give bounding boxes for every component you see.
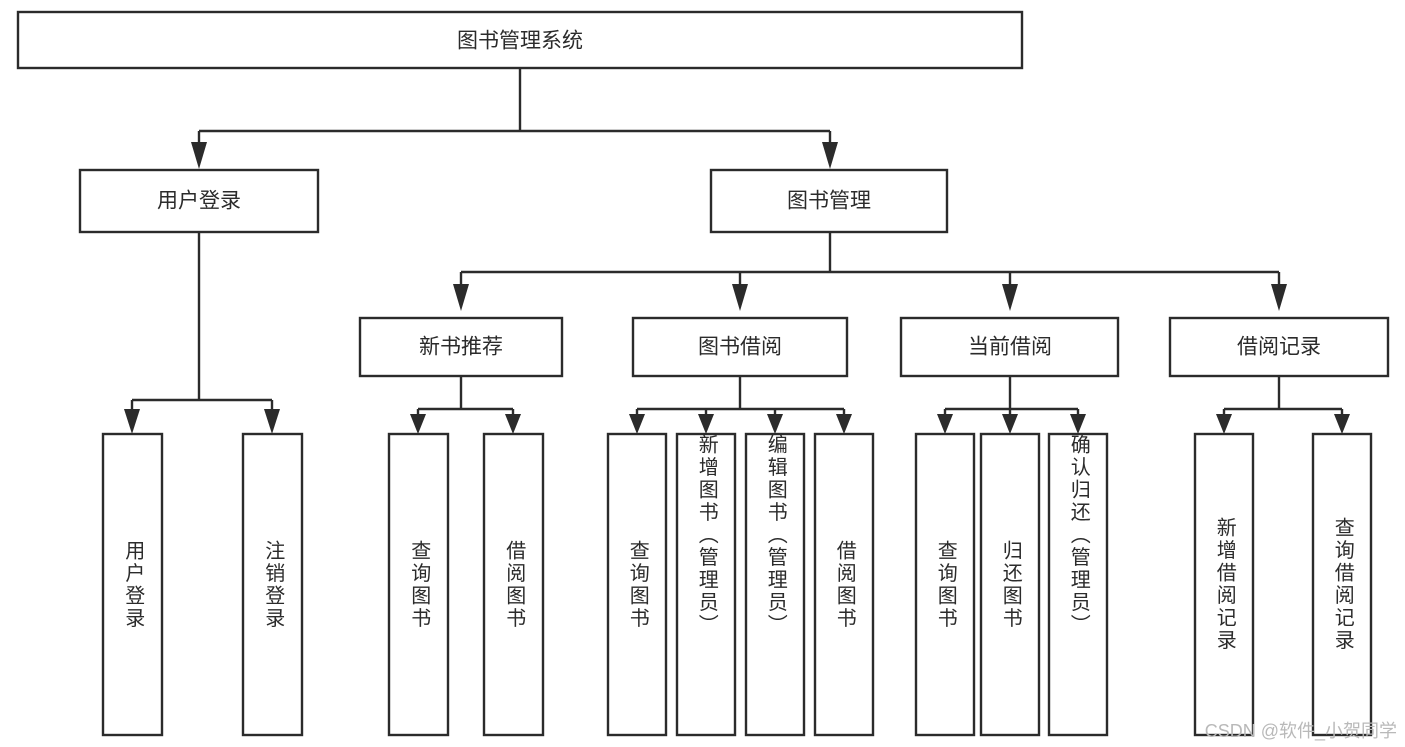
leaf-boxes-borrow-record [1193, 432, 1373, 737]
arrow-head-user-login [191, 142, 207, 169]
arrow-head-borrow-record [1271, 284, 1287, 311]
connector-group-current-borrow [937, 377, 1086, 434]
leaf-box-current-borrow-2[interactable] [979, 432, 1041, 737]
leaf-box-new-book-2[interactable] [482, 432, 545, 737]
connector-group-borrow-record [1216, 377, 1350, 434]
watermark-csdn: CSDN @软件_小贺同学 [1204, 721, 1397, 741]
arrow-head-leaf-user-login-1 [124, 409, 140, 434]
node-root-label: 图书管理系统 [457, 30, 583, 53]
node-root[interactable]: 图书管理系统 [16, 10, 1024, 70]
leaf-box-user-login-1[interactable] [101, 432, 164, 737]
node-book-manage[interactable]: 图书管理 [709, 168, 949, 234]
arrow-head-leaf-current-borrow-1 [937, 414, 953, 434]
arrow-head-leaf-new-book-1 [410, 414, 426, 434]
arrow-head-leaf-current-borrow-3 [1070, 414, 1086, 434]
connector-group-user-login [124, 232, 280, 434]
leaf-box-borrow-record-2[interactable] [1311, 432, 1373, 737]
node-root-box[interactable] [16, 10, 1024, 70]
node-book-borrow-label: 图书借阅 [698, 336, 782, 359]
arrow-head-leaf-new-book-2 [505, 414, 521, 434]
leaf-box-book-borrow-2[interactable] [675, 432, 737, 737]
leaf-box-borrow-record-1[interactable] [1193, 432, 1255, 737]
node-user-login-box[interactable] [78, 168, 320, 234]
leaf-box-book-borrow-3[interactable] [744, 432, 806, 737]
arrow-head-new-book [453, 284, 469, 311]
arrow-head-current-borrow [1002, 284, 1018, 311]
connector-group-book-manage [453, 232, 1287, 311]
leaf-boxes-new-book-recommend [387, 432, 545, 737]
connector-group-root [191, 68, 838, 169]
leaf-box-new-book-1[interactable] [387, 432, 450, 737]
arrow-head-leaf-borrow-record-1 [1216, 414, 1232, 434]
arrow-head-leaf-book-borrow-4 [836, 414, 852, 434]
connector-group-new-book [410, 377, 521, 434]
arrow-head-leaf-book-borrow-3 [767, 414, 783, 434]
node-new-book-recommend-box[interactable] [358, 316, 564, 378]
node-book-borrow-box[interactable] [631, 316, 849, 378]
arrow-head-book-borrow [732, 284, 748, 311]
node-current-borrow-label: 当前借阅 [968, 336, 1052, 359]
node-borrow-record-label: 借阅记录 [1237, 336, 1321, 359]
arrow-head-leaf-user-login-2 [264, 409, 280, 434]
arrow-head-leaf-book-borrow-2 [698, 414, 714, 434]
arrow-head-book-manage [822, 142, 838, 169]
node-current-borrow-box[interactable] [899, 316, 1120, 378]
leaf-boxes-user-login [101, 432, 304, 737]
node-borrow-record[interactable]: 借阅记录 [1168, 316, 1390, 378]
connector-group-book-borrow [629, 377, 852, 434]
leaf-box-book-borrow-1[interactable] [606, 432, 668, 737]
node-new-book-recommend-label: 新书推荐 [419, 336, 503, 359]
node-new-book-recommend[interactable]: 新书推荐 [358, 316, 564, 378]
arrow-head-leaf-borrow-record-2 [1334, 414, 1350, 434]
leaf-boxes-book-borrow [606, 432, 875, 737]
leaf-box-book-borrow-4[interactable] [813, 432, 875, 737]
node-user-login[interactable]: 用户登录 [78, 168, 320, 234]
leaf-box-current-borrow-3[interactable] [1047, 432, 1109, 737]
node-book-manage-label: 图书管理 [787, 190, 871, 213]
leaf-box-user-login-2[interactable] [241, 432, 304, 737]
node-book-manage-box[interactable] [709, 168, 949, 234]
node-book-borrow[interactable]: 图书借阅 [631, 316, 849, 378]
leaf-box-current-borrow-1[interactable] [914, 432, 976, 737]
node-user-login-label: 用户登录 [157, 190, 241, 213]
arrow-head-leaf-book-borrow-1 [629, 414, 645, 434]
leaf-boxes-current-borrow [914, 432, 1109, 737]
node-current-borrow[interactable]: 当前借阅 [899, 316, 1120, 378]
node-borrow-record-box[interactable] [1168, 316, 1390, 378]
arrow-head-leaf-current-borrow-2 [1002, 414, 1018, 434]
